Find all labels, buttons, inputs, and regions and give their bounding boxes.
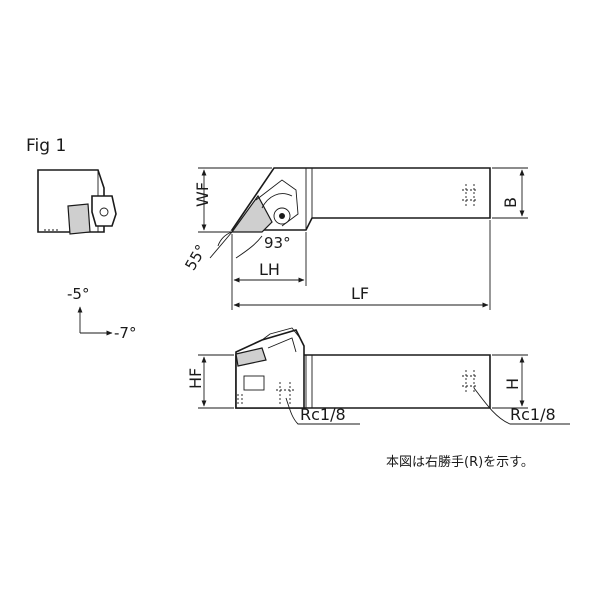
coolant-port-right-label: Rc1/8 [510, 405, 556, 424]
dim-lh-label: LH [259, 260, 280, 279]
dim-b-label: B [501, 197, 520, 208]
dim-wf-label: WF [193, 182, 212, 207]
right-hand-note: 本図は右勝手(R)を示す。 [386, 455, 534, 470]
end-view-thumbnail [37, 169, 117, 235]
insert-angle-label: 55° [181, 241, 210, 273]
coolant-port-left-label: Rc1/8 [300, 405, 346, 424]
dim-lf-label: LF [351, 284, 369, 303]
rake-angle-indicator: -5° -7° [67, 285, 136, 342]
side-view: HF H Rc1/8 Rc1/8 [186, 327, 570, 425]
dim-h-label: H [503, 378, 522, 390]
top-view: WF B 55° 93° LH LF [181, 167, 528, 310]
dim-hf-label: HF [186, 368, 205, 389]
back-rake-angle: -7° [114, 324, 136, 342]
side-rake-angle: -5° [67, 285, 89, 303]
approach-angle-label: 93° [264, 234, 291, 252]
fig-label: Fig 1 [26, 136, 66, 156]
